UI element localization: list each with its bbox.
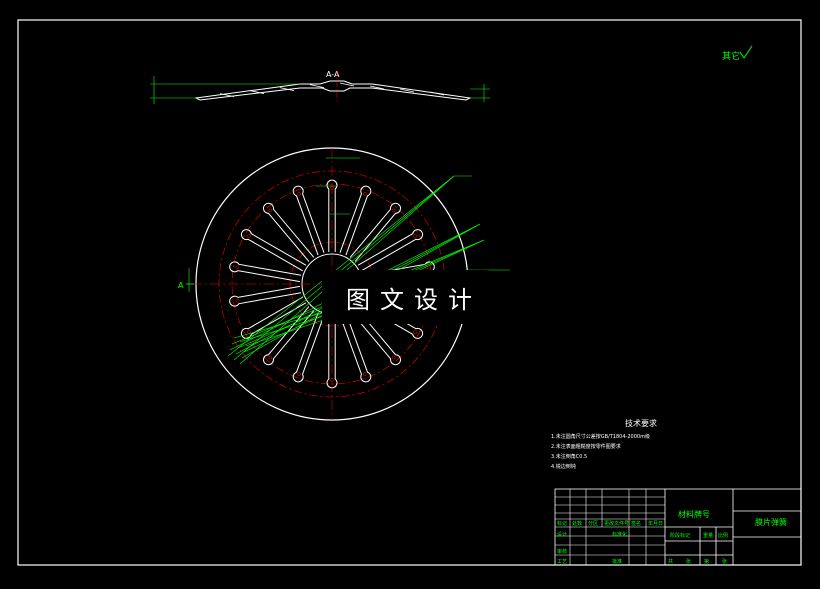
tb-cell-mark: 标记 [557, 521, 568, 527]
slot-center-mark [413, 234, 417, 238]
tb-cell-zone: 分区 [588, 521, 599, 527]
slot-center-mark [247, 234, 251, 238]
tech-line-1: 1.未注圆角尺寸公差按GB/T1804-2000m级 [551, 434, 650, 440]
tb-cell-design: 设计 [557, 532, 568, 538]
section-rib [279, 87, 295, 91]
tb-cell-scale: 比例 [718, 533, 729, 539]
roughness-note: 其它 [722, 50, 740, 62]
watermark-text: 图文设计 [346, 286, 482, 314]
tb-cell-weight: 重量 [703, 533, 714, 539]
section-view: A-A [150, 70, 490, 104]
dimension-leader [227, 175, 455, 357]
slot-center-mark [362, 372, 367, 377]
finger-slot [357, 296, 424, 339]
slot-center-mark [362, 191, 367, 196]
slot-center-mark [391, 355, 396, 360]
tb-cell-sheet: 张 [722, 559, 728, 565]
finger-slot [292, 312, 325, 383]
tb-cell-sign: 签名 [631, 521, 642, 527]
tb-cell-no: 第 [704, 559, 710, 565]
slot-center-mark [297, 372, 302, 377]
tech-requirements-title: 技术要求 [625, 419, 657, 428]
section-rib [339, 82, 355, 87]
watermark-banner: 图文设计 [322, 270, 512, 324]
section-label: A-A [326, 70, 340, 79]
finger-slot [263, 306, 315, 366]
section-rib [219, 93, 235, 97]
finger-slot [229, 285, 302, 307]
tb-cell-process: 工艺 [557, 559, 568, 565]
finger-slot [349, 306, 401, 366]
tech-line-2: 2.未注表面粗糙度按零件图要求 [551, 444, 621, 450]
slot-center-mark [413, 330, 417, 334]
tb-cell-count: 处数 [572, 521, 583, 527]
section-rib [399, 88, 415, 93]
finger-slot [349, 202, 401, 262]
tech-requirements: 技术要求 1.未注圆角尺寸公差按GB/T1804-2000m级 2.未注表面粗糙… [551, 418, 731, 473]
finger-slot [229, 261, 302, 283]
section-rib [369, 85, 385, 90]
slot-center-mark [235, 298, 240, 303]
tb-cell-standard: 标准化 [612, 532, 628, 538]
tb-cell-total: 共 [668, 559, 674, 565]
tb-cell-stage: 阶段标记 [670, 533, 691, 539]
material-label: 材料牌号 [678, 510, 710, 519]
tb-cell-change: 更改文件号 [604, 521, 630, 527]
slot-center-mark [268, 208, 273, 213]
slot-center-mark [235, 265, 240, 270]
tb-cell-date: 年月日 [648, 521, 664, 527]
part-name: 膜片弹簧 [755, 518, 787, 527]
finger-slot [357, 229, 424, 272]
slot-center-mark [297, 191, 302, 196]
roughness-symbol [739, 45, 753, 59]
slot-center-mark [268, 355, 273, 360]
finger-slot [292, 185, 325, 256]
tb-cell-sheets: 张 [686, 559, 692, 565]
tb-cell-approve: 批准 [612, 559, 623, 565]
finger-slot [339, 185, 372, 256]
drawing-border [17, 19, 802, 566]
finger-slot [339, 312, 372, 383]
tech-line-3: 3.未注倒角C0.5 [551, 454, 588, 460]
finger-slot [240, 229, 307, 272]
section-rib [249, 90, 265, 94]
tb-cell-review: 审核 [557, 549, 568, 555]
tech-line-4: 4.锐边倒钝 [551, 464, 576, 470]
section-rib [429, 91, 445, 96]
section-rib [309, 84, 325, 88]
slot-center-mark [391, 208, 396, 213]
section-mark: A [178, 281, 184, 290]
finger-slot [263, 202, 315, 262]
